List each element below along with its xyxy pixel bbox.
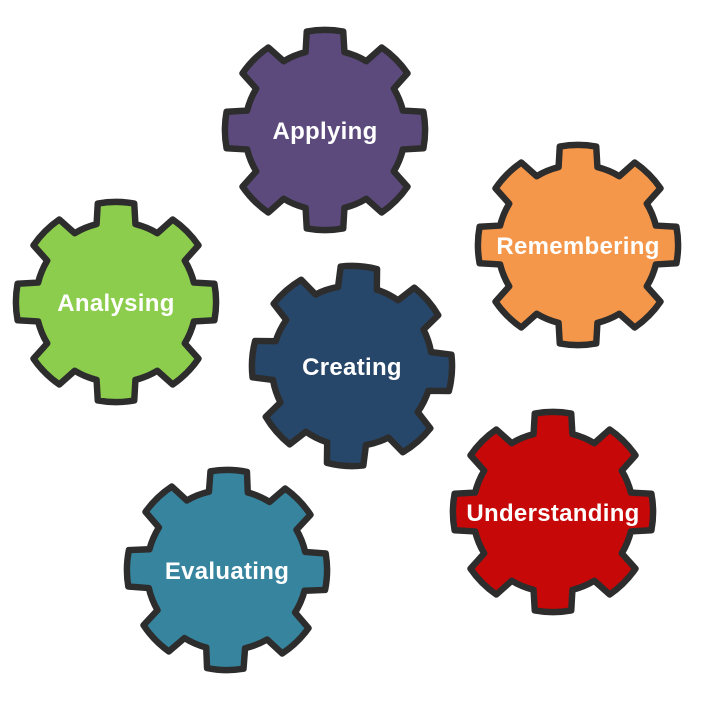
gear-icon (248, 262, 456, 470)
gear-icon (12, 198, 220, 406)
gear-label-evaluating: Evaluating (164, 558, 290, 585)
gear-analysing: Analysing (7, 193, 225, 411)
gear-understanding: Understanding (444, 403, 662, 621)
gear-label-remembering: Remembering (496, 233, 660, 260)
gear-label-applying: Applying (272, 118, 378, 145)
gear-applying: Applying (216, 21, 434, 239)
gear-label-understanding: Understanding (466, 500, 640, 527)
gear-creating: Creating (243, 257, 461, 475)
gear-icon (221, 26, 429, 234)
gear-icon (474, 141, 682, 349)
gear-icon (449, 408, 657, 616)
gear-label-analysing: Analysing (57, 290, 175, 317)
gear-icon (123, 466, 331, 674)
gear-remembering: Remembering (469, 136, 687, 354)
gear-label-creating: Creating (302, 354, 402, 381)
gear-evaluating: Evaluating (118, 461, 336, 679)
